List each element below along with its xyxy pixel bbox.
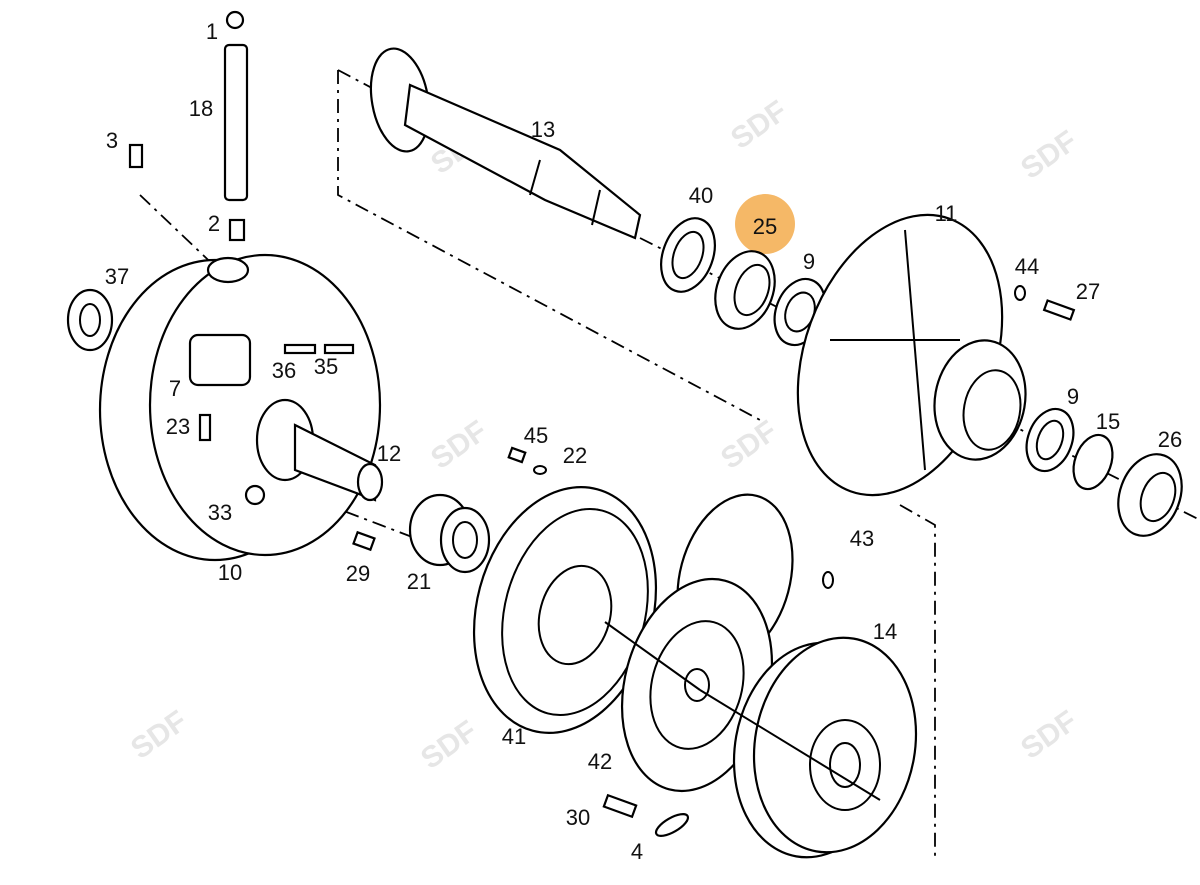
label-40[interactable]: 40 <box>689 183 713 208</box>
part-seal-37[interactable] <box>66 288 114 352</box>
label-35[interactable]: 35 <box>314 354 338 379</box>
watermark: SDF <box>725 94 793 155</box>
label-14[interactable]: 14 <box>873 619 897 644</box>
part-shaft-13[interactable] <box>363 44 642 240</box>
watermark: SDF <box>425 414 493 475</box>
label-15[interactable]: 15 <box>1096 409 1120 434</box>
label-3[interactable]: 3 <box>106 128 118 153</box>
watermark: SDF <box>415 714 483 775</box>
label-1[interactable]: 1 <box>206 19 218 44</box>
label-37[interactable]: 37 <box>105 264 129 289</box>
label-7[interactable]: 7 <box>169 376 181 401</box>
label-2[interactable]: 2 <box>208 211 220 236</box>
part-clutch-disc-42[interactable] <box>600 562 795 808</box>
label-12[interactable]: 12 <box>377 441 401 466</box>
label-13[interactable]: 13 <box>531 117 555 142</box>
part-bearing-25[interactable] <box>705 243 785 337</box>
label-21[interactable]: 21 <box>407 569 431 594</box>
part-hub-11[interactable] <box>761 186 1076 523</box>
label-30[interactable]: 30 <box>566 805 590 830</box>
watermark: SDF <box>1015 124 1083 185</box>
label-29[interactable]: 29 <box>346 561 370 586</box>
label-9[interactable]: 9 <box>803 249 815 274</box>
label-26[interactable]: 26 <box>1158 427 1182 452</box>
part-bolt-30[interactable] <box>602 793 638 819</box>
label-22[interactable]: 22 <box>563 443 587 468</box>
label-11[interactable]: 11 <box>935 201 958 226</box>
part-ring-15[interactable] <box>1067 430 1120 495</box>
label-36[interactable]: 36 <box>272 358 296 383</box>
label-33[interactable]: 33 <box>208 500 232 525</box>
label-43[interactable]: 43 <box>850 526 874 551</box>
label-18[interactable]: 18 <box>189 96 213 121</box>
label-10[interactable]: 10 <box>218 560 242 585</box>
part-shaft-18[interactable] <box>128 10 249 242</box>
watermark: SDF <box>715 414 783 475</box>
label-25-highlighted[interactable]: 25 <box>753 214 777 239</box>
part-lock-plate-4[interactable] <box>653 810 691 840</box>
label-42[interactable]: 42 <box>588 749 612 774</box>
label-27[interactable]: 27 <box>1076 279 1100 304</box>
part-flywheel-14[interactable] <box>717 625 932 871</box>
watermark: SDF <box>1015 704 1083 765</box>
label-23[interactable]: 23 <box>166 414 190 439</box>
part-ring-9b[interactable] <box>1018 402 1081 477</box>
label-4[interactable]: 4 <box>631 839 643 864</box>
part-bearing-26[interactable] <box>1107 445 1192 544</box>
watermark: SDF <box>125 704 193 765</box>
label-45[interactable]: 45 <box>524 423 548 448</box>
part-bearing-21[interactable] <box>408 493 491 574</box>
part-seal-40[interactable] <box>652 211 725 300</box>
label-9b[interactable]: 9 <box>1067 384 1079 409</box>
label-41[interactable]: 41 <box>502 724 526 749</box>
highlight-marker <box>735 194 795 254</box>
part-housing-10[interactable] <box>98 253 384 562</box>
part-bolt-29[interactable] <box>352 530 376 552</box>
part-labels: 1 18 3 2 37 36 35 7 23 33 10 12 29 21 13… <box>105 19 1182 864</box>
label-44[interactable]: 44 <box>1015 254 1039 279</box>
